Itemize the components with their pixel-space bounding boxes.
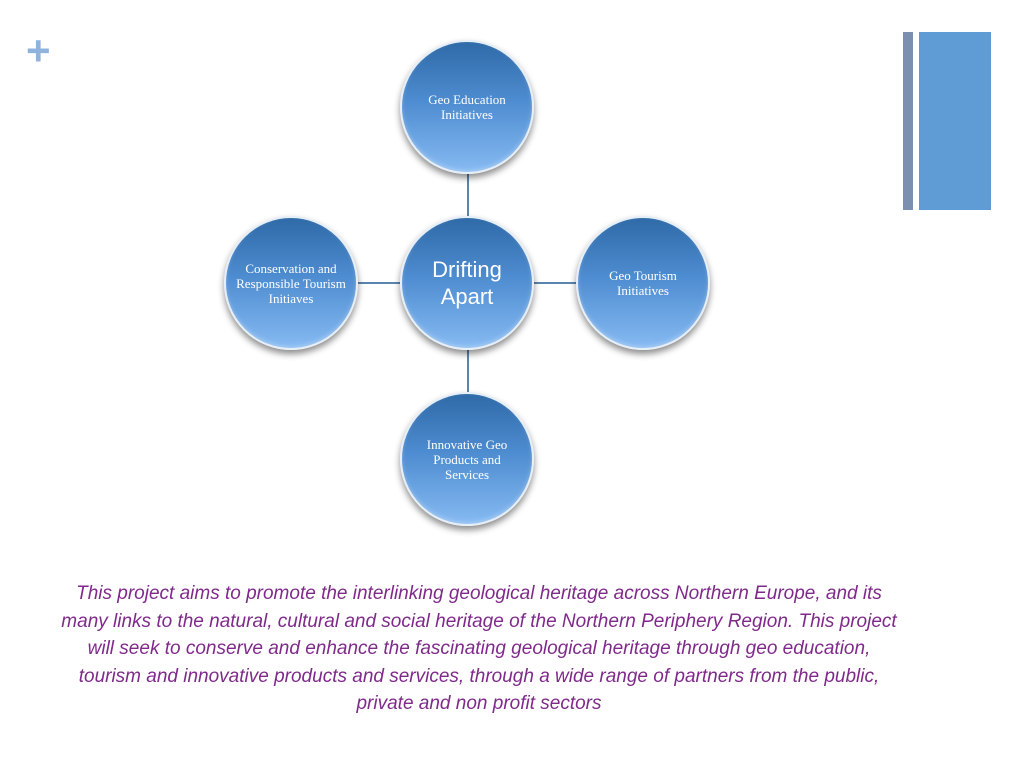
connector-right xyxy=(534,282,577,284)
connector-left xyxy=(358,282,400,284)
accent-bar-thin xyxy=(903,32,913,210)
node-left: Conservation and Responsible Tourism Ini… xyxy=(224,216,358,350)
node-top: Geo Education Initiatives xyxy=(400,40,534,174)
node-bottom: Innovative Geo Products and Services xyxy=(400,392,534,526)
node-left-label: Conservation and Responsible Tourism Ini… xyxy=(236,260,346,306)
plus-icon: + xyxy=(26,27,51,74)
node-center: Drifting Apart xyxy=(400,216,534,350)
node-right-label: Geo Tourism Initiatives xyxy=(609,268,677,298)
node-center-label: Drifting Apart xyxy=(432,257,502,309)
node-top-label: Geo Education Initiatives xyxy=(428,92,506,122)
node-right: Geo Tourism Initiatives xyxy=(576,216,710,350)
node-bottom-label: Innovative Geo Products and Services xyxy=(426,436,508,482)
connector-top xyxy=(467,174,469,216)
project-description: This project aims to promote the interli… xyxy=(61,583,897,714)
connector-bottom xyxy=(467,350,469,392)
accent-bar-wide xyxy=(919,32,991,210)
